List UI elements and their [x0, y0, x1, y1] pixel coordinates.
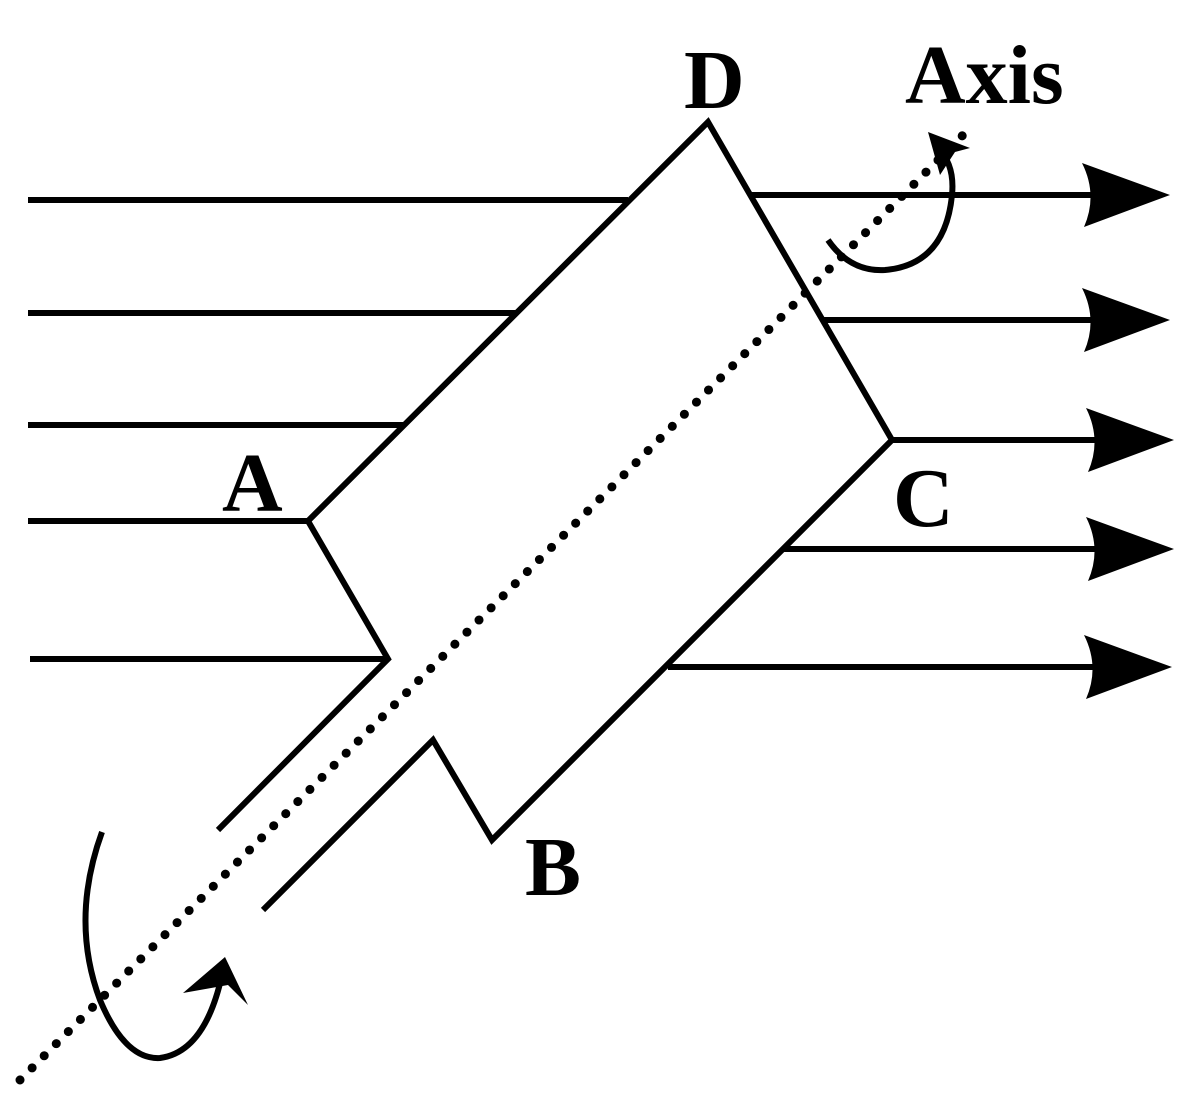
arrowhead-icon [1086, 517, 1174, 581]
label-b: B [525, 821, 581, 914]
curl-arrowhead-icon [928, 132, 970, 175]
prism-upper-edge [215, 117, 896, 913]
label-c: C [893, 452, 954, 545]
arrowhead-icon [1086, 408, 1174, 472]
arrowhead-icon [1082, 163, 1170, 227]
label-d: D [684, 34, 745, 127]
outgoing-rays [668, 163, 1174, 699]
rotation-axis [15, 123, 975, 1085]
prism-outline [215, 117, 896, 913]
arrowhead-icon [1084, 635, 1172, 699]
arrowhead-icon [1082, 288, 1170, 352]
curl-arrowhead-icon [183, 957, 248, 1005]
rotation-arrow-top [825, 132, 970, 274]
label-axis: Axis [905, 29, 1064, 122]
incoming-rays [28, 197, 628, 662]
rotation-arrow-bottom [82, 830, 248, 1062]
label-a: A [222, 437, 283, 530]
